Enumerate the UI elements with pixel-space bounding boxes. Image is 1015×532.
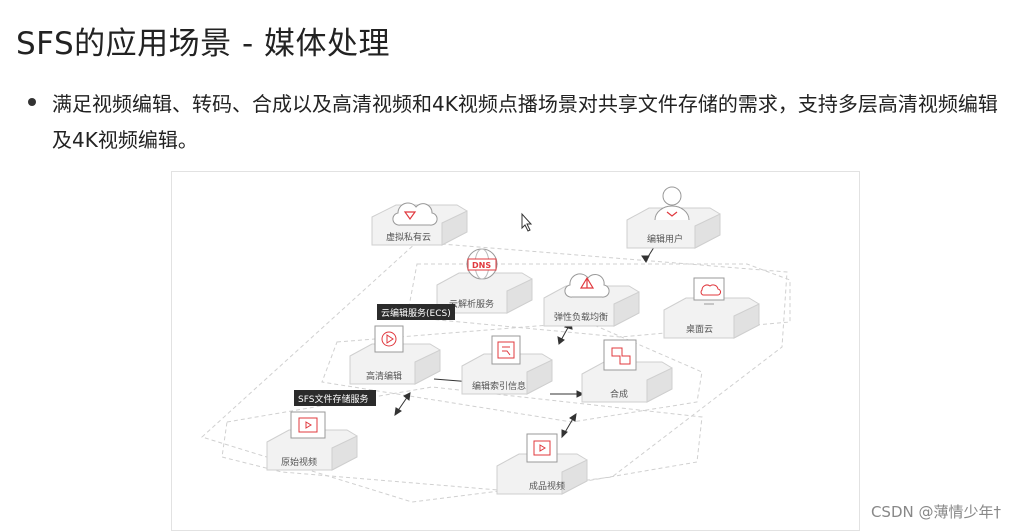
monitor-icon [693,277,725,301]
balance-icon [579,276,595,289]
video-file-icon [290,411,326,439]
ecs-tag: 云编辑服务(ECS) [377,304,455,320]
compose-icon [603,339,637,371]
video-file-icon [526,433,558,463]
final-video-label: 成品视频 [529,480,565,492]
dns-label: 云解析服务 [449,298,494,310]
mouse-cursor-icon [521,212,533,232]
elb-label: 弹性负载均衡 [554,311,608,323]
hd-edit-node: 高清编辑 [349,325,441,385]
compose-label: 合成 [610,388,628,400]
raw-video-label: 原始视频 [281,456,317,468]
vpc-label: 虚拟私有云 [386,231,431,243]
arrowhead [576,390,585,398]
cloud-icon [392,202,438,226]
sfs-tag: SFS文件存储服务 [294,390,376,406]
bullet-text: 满足视频编辑、转码、合成以及高清视频和4K视频点播场景对共享文件存储的需求，支持… [52,92,998,152]
ecs-tier-outline [321,321,703,423]
watermark: CSDN @薄情少年† [870,503,1001,521]
dns-node: DNS 云解析服务 [436,248,533,314]
sfs-tag-label: SFS文件存储服务 [298,393,368,405]
editor-user-label: 编辑用户 [647,233,683,245]
vpc-node: 虚拟私有云 [371,202,468,246]
ecs-tag-label: 云编辑服务(ECS) [381,307,451,319]
arrowhead [403,392,411,401]
page-title: SFS的应用场景 - 媒体处理 [16,26,391,62]
compose-node: 合成 [581,339,673,403]
desktop-label: 桌面云 [686,323,713,335]
arrowhead [569,412,577,422]
raw-video-node: 原始视频 [266,411,358,471]
vpc-icon [403,211,417,221]
video-edit-icon [374,325,404,353]
arrowhead [394,407,402,417]
bullet-dot [28,98,36,106]
arrowhead [641,255,650,263]
architecture-diagram: 虚拟私有云 编辑用户 DNS 云解析服务 弹性负载均衡 [171,171,860,531]
edit-index-label: 编辑索引信息 [472,380,526,392]
final-video-node: 成品视频 [496,433,588,495]
user-icon [662,186,682,206]
hd-edit-label: 高清编辑 [366,370,402,382]
dns-badge: DNS [472,261,491,270]
editor-user-node: 编辑用户 [626,186,721,249]
elb-node: 弹性负载均衡 [543,273,640,327]
service-tier-outline [406,263,791,338]
document-icon [491,335,521,365]
arrowhead [561,429,568,439]
desktop-node: 桌面云 [663,277,760,339]
arrowhead [557,336,565,345]
edit-index-node: 编辑索引信息 [461,335,553,395]
